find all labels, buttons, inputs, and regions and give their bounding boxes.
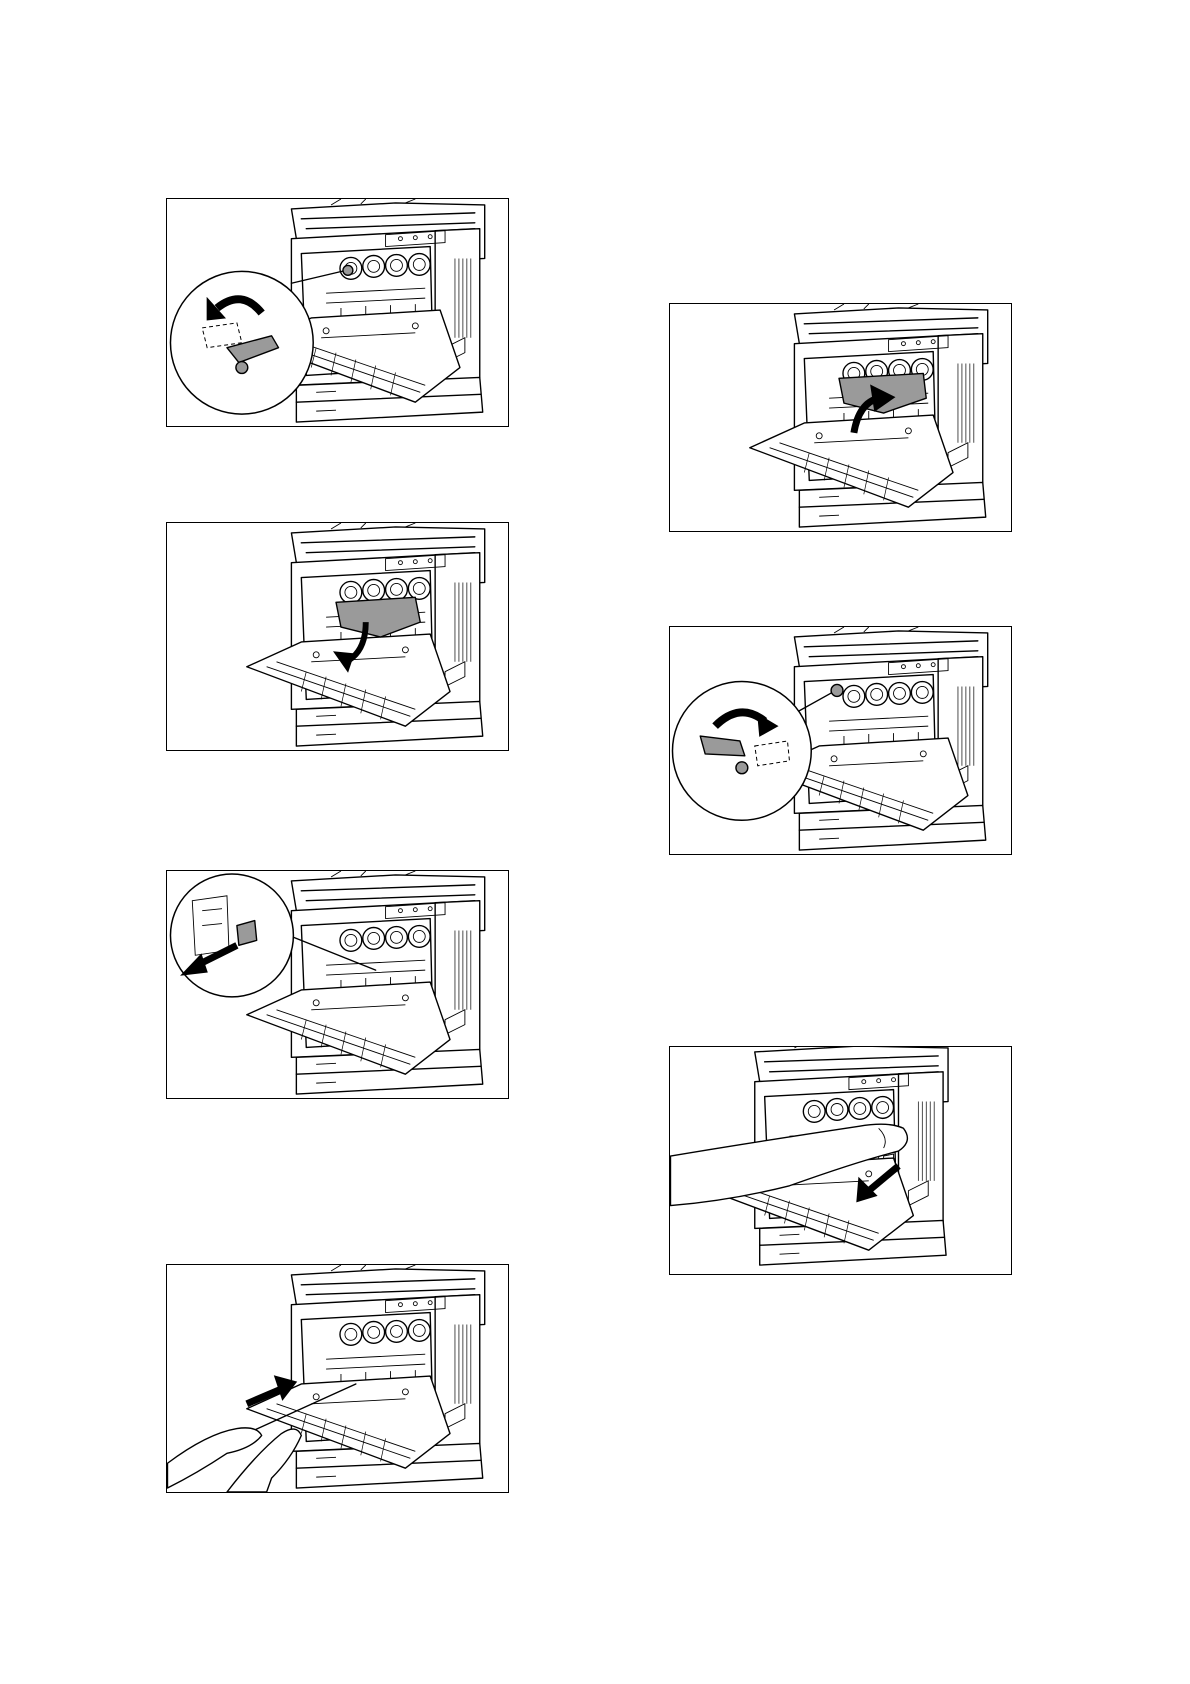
zoom-circle [170, 271, 313, 414]
figure-right-3 [669, 1046, 1012, 1275]
figure-left-4 [166, 1264, 509, 1493]
figure-right-1 [669, 303, 1012, 532]
printer-illustration [670, 304, 1011, 531]
figure-left-2 [166, 522, 509, 751]
printer-illustration [167, 1265, 508, 1492]
figure-left-1 [166, 198, 509, 427]
printer-illustration [670, 1047, 1011, 1274]
figure-left-3 [166, 870, 509, 1099]
printer-illustration [167, 523, 508, 750]
printer-illustration [670, 627, 1011, 854]
zoom-circle [170, 874, 293, 997]
printer-illustration [167, 871, 508, 1098]
figure-right-2 [669, 626, 1012, 855]
printer-illustration [167, 199, 508, 426]
